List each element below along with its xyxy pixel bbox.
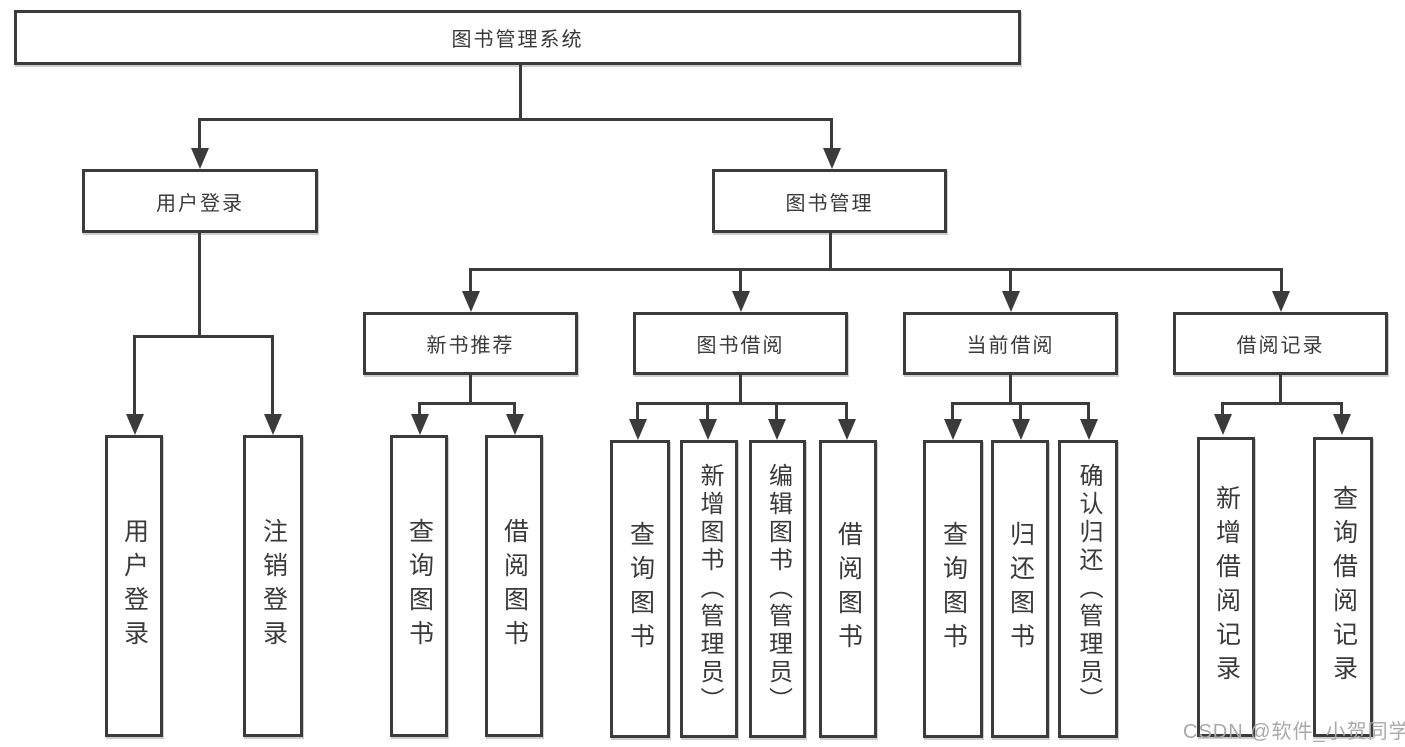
node-label: 用户登录 [120, 518, 149, 654]
arrow-down-icon [1214, 414, 1232, 435]
connector-line [775, 402, 778, 422]
connector-line [1221, 402, 1343, 405]
node-label: 查询借阅记录 [1329, 485, 1358, 689]
node-label: 确认归还（管理员） [1075, 463, 1102, 715]
node-label: 查询图书 [939, 521, 968, 657]
node-label: 新书推荐 [426, 335, 515, 357]
connector-line [1280, 268, 1283, 294]
connector-line [198, 233, 201, 337]
arrow-down-icon [838, 419, 856, 440]
connector-line [829, 233, 832, 271]
arrow-down-icon [462, 291, 480, 312]
arrow-down-icon [1080, 419, 1098, 440]
connector-line [469, 268, 1283, 271]
connector-line [1087, 402, 1090, 422]
node-label: 图书管理系统 [451, 29, 584, 51]
connector-line [706, 402, 709, 422]
arrow-down-icon [264, 414, 282, 435]
node-book-borrowing: 图书借阅 [633, 312, 848, 375]
node-label: 当前借阅 [966, 335, 1055, 357]
connector-line [469, 268, 472, 294]
node-label: 图书管理 [785, 192, 874, 215]
node-leaf-user-login: 用户登录 [105, 435, 163, 737]
arrow-down-icon [768, 419, 786, 440]
arrow-down-icon [1012, 419, 1030, 440]
connector-line [418, 402, 421, 417]
node-label: 编辑图书（管理员） [764, 463, 792, 715]
connector-line [271, 335, 274, 417]
arrow-down-icon [944, 419, 962, 440]
connector-line [198, 118, 201, 150]
arrow-down-icon [1272, 291, 1290, 312]
node-label: 借阅图书 [834, 521, 863, 657]
arrow-down-icon [1333, 414, 1351, 435]
node-leaf-records-add-record: 新增借阅记录 [1197, 437, 1255, 737]
node-current-borrowing: 当前借阅 [903, 312, 1118, 375]
arrow-down-icon [732, 291, 750, 312]
node-leaf-borrowing-edit-book-admin: 编辑图书（管理员） [749, 440, 806, 738]
csdn-watermark: CSDN @软件_小贺同学 [1183, 721, 1405, 743]
arrow-down-icon [191, 148, 209, 169]
arrow-down-icon [629, 419, 647, 440]
connector-line [1279, 375, 1282, 404]
arrow-down-icon [126, 414, 144, 435]
node-user-login: 用户登录 [82, 169, 318, 233]
node-leaf-borrowing-borrow-book: 借阅图书 [819, 440, 877, 738]
node-library-management-system: 图书管理系统 [14, 10, 1021, 65]
connector-line [739, 375, 742, 404]
node-leaf-current-return-book: 归还图书 [991, 440, 1049, 738]
connector-line [469, 375, 472, 404]
node-new-book-recommend: 新书推荐 [363, 312, 578, 375]
node-label: 借阅记录 [1236, 335, 1325, 357]
node-label: 图书借阅 [696, 335, 785, 357]
node-label: 新增图书（管理员） [696, 463, 723, 715]
node-leaf-recommend-query-book: 查询图书 [390, 435, 448, 737]
arrow-down-icon [823, 148, 841, 169]
node-book-management: 图书管理 [712, 169, 947, 233]
node-label: 归还图书 [1006, 521, 1035, 657]
arrow-down-icon [1002, 291, 1020, 312]
connector-line [1009, 375, 1012, 404]
connector-line [1019, 402, 1022, 422]
node-leaf-records-query-record: 查询借阅记录 [1313, 437, 1373, 737]
node-leaf-borrowing-add-book-admin: 新增图书（管理员） [680, 440, 738, 738]
arrow-down-icon [411, 414, 429, 435]
connector-line [1340, 402, 1343, 417]
connector-line [1221, 402, 1224, 417]
node-leaf-current-query-book: 查询图书 [923, 440, 983, 738]
node-label: 查询图书 [626, 521, 655, 657]
connector-line [739, 268, 742, 294]
connector-line [519, 65, 522, 121]
node-label: 新增借阅记录 [1212, 485, 1241, 689]
connector-line [1009, 268, 1012, 294]
node-label: 注销登录 [259, 518, 288, 654]
connector-line [133, 335, 136, 417]
node-leaf-recommend-borrow-book: 借阅图书 [485, 435, 543, 737]
connector-line [830, 118, 833, 150]
node-leaf-current-confirm-return-admin: 确认归还（管理员） [1058, 440, 1118, 738]
node-label: 查询图书 [405, 518, 434, 654]
connector-line [951, 402, 954, 422]
connector-line [513, 402, 516, 417]
connector-line [636, 402, 639, 422]
connector-line [636, 402, 848, 405]
node-label: 用户登录 [156, 192, 244, 215]
arrow-down-icon [699, 419, 717, 440]
connector-line [133, 335, 274, 338]
connector-line [418, 402, 516, 405]
node-label: 借阅图书 [500, 518, 529, 654]
connector-line [845, 402, 848, 422]
node-leaf-borrowing-query-book: 查询图书 [610, 440, 670, 738]
node-leaf-logout: 注销登录 [243, 435, 303, 737]
connector-line [198, 118, 833, 121]
node-borrowing-records: 借阅记录 [1173, 312, 1388, 375]
arrow-down-icon [506, 414, 524, 435]
